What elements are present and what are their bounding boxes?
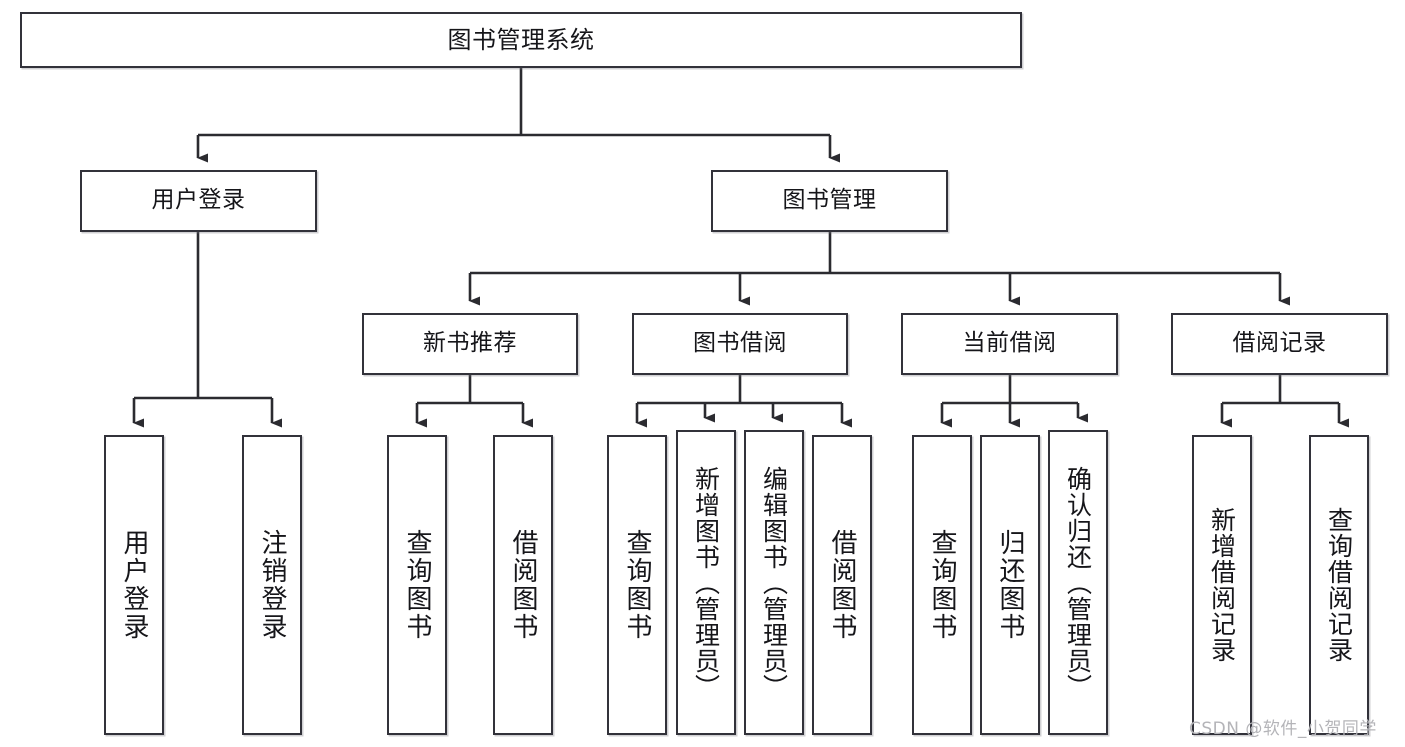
node-book-borrow[interactable]: 图书借阅: [632, 313, 848, 375]
watermark-text: CSDN @软件_小贺同学: [1189, 719, 1377, 739]
node-root-book-management-system[interactable]: 图书管理系统: [20, 12, 1022, 68]
node-label: 图书借阅: [693, 330, 787, 357]
node-leaf-logout[interactable]: 注销登录: [242, 435, 302, 735]
node-borrow-record[interactable]: 借阅记录: [1171, 313, 1388, 375]
node-leaf-user-login[interactable]: 用户登录: [104, 435, 164, 735]
node-label: 借阅记录: [1232, 330, 1327, 357]
node-user-login[interactable]: 用户登录: [80, 170, 317, 232]
node-label: 查询图书: [622, 529, 652, 641]
node-label: 注销登录: [257, 529, 287, 641]
node-new-book-recommend[interactable]: 新书推荐: [362, 313, 578, 375]
node-leaf-add-book-admin[interactable]: 新增图书（管理员）: [676, 430, 736, 735]
node-leaf-add-borrow-record[interactable]: 新增借阅记录: [1192, 435, 1252, 735]
node-leaf-query-book-current[interactable]: 查询图书: [912, 435, 972, 735]
node-leaf-return-book[interactable]: 归还图书: [980, 435, 1040, 735]
node-label: 图书管理系统: [447, 25, 595, 54]
node-leaf-confirm-return-admin[interactable]: 确认归还（管理员）: [1048, 430, 1108, 735]
node-label: 新增图书（管理员）: [691, 465, 721, 700]
node-label: 确认归还（管理员）: [1063, 465, 1093, 700]
node-label: 借阅图书: [508, 529, 538, 641]
node-leaf-query-borrow-record[interactable]: 查询借阅记录: [1309, 435, 1369, 735]
node-leaf-borrow-book-borrow[interactable]: 借阅图书: [812, 435, 872, 735]
node-label: 当前借阅: [962, 330, 1057, 357]
node-label: 新书推荐: [423, 330, 517, 357]
node-label: 查询图书: [402, 529, 432, 641]
node-leaf-query-book-borrow[interactable]: 查询图书: [607, 435, 667, 735]
node-leaf-borrow-book-recommend[interactable]: 借阅图书: [493, 435, 553, 735]
node-leaf-edit-book-admin[interactable]: 编辑图书（管理员）: [744, 430, 804, 735]
node-label: 用户登录: [151, 187, 246, 214]
node-label: 查询图书: [927, 529, 957, 641]
node-label: 借阅图书: [827, 529, 857, 641]
node-label: 查询借阅记录: [1324, 507, 1354, 663]
node-label: 归还图书: [995, 529, 1025, 641]
node-book-management[interactable]: 图书管理: [711, 170, 948, 232]
node-label: 编辑图书（管理员）: [759, 465, 789, 700]
node-label: 图书管理: [782, 187, 877, 214]
node-current-borrow[interactable]: 当前借阅: [901, 313, 1118, 375]
node-label: 用户登录: [119, 529, 149, 641]
node-leaf-query-book-recommend[interactable]: 查询图书: [387, 435, 447, 735]
node-label: 新增借阅记录: [1207, 507, 1237, 663]
